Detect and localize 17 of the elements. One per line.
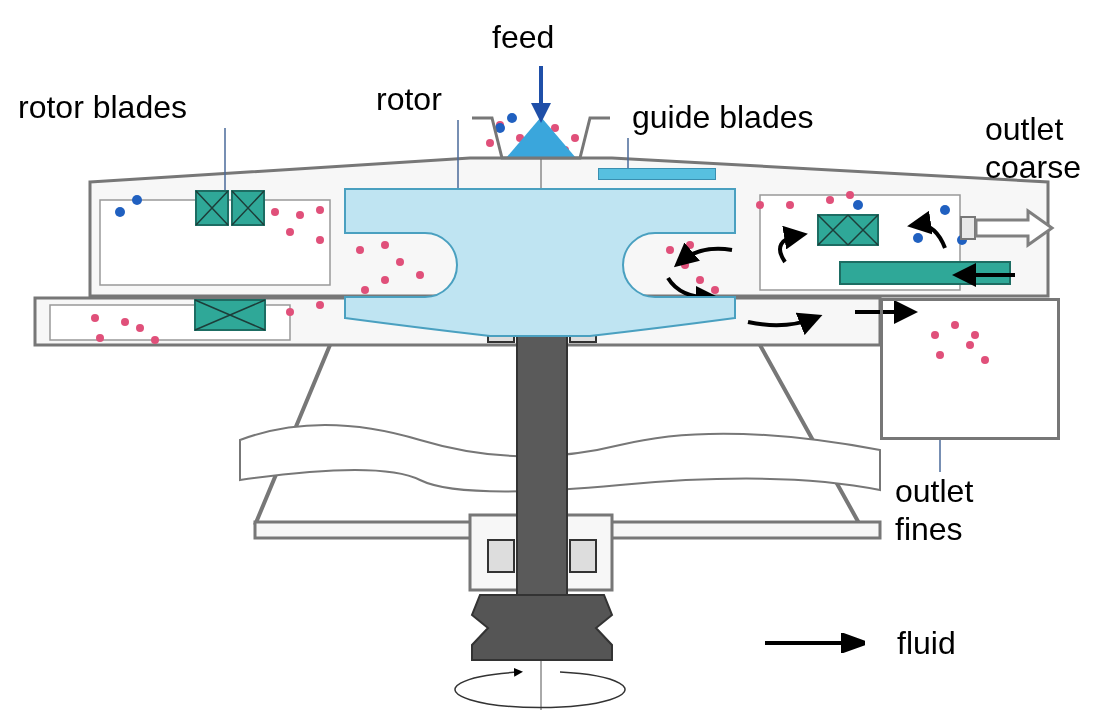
part-label: rotor blades <box>18 88 188 126</box>
coarse-outlet-port <box>960 216 976 240</box>
part-label: outlet fines <box>895 472 975 548</box>
outlet-arrow <box>974 208 1055 248</box>
feed-inlet-hopper <box>470 115 612 160</box>
legend-label: fluid <box>897 624 956 662</box>
part-label: guide blades <box>632 98 815 136</box>
fines-chamber <box>880 298 1060 440</box>
part-label: rotor <box>376 80 443 118</box>
part-label: feed <box>492 18 556 56</box>
rotor-blade-block <box>195 190 265 226</box>
arrow <box>531 66 551 123</box>
leader-line <box>939 439 941 473</box>
guide-blade <box>598 168 716 180</box>
part-label: outlet coarse <box>985 110 1083 186</box>
leader-line <box>627 137 629 169</box>
leader-line <box>457 119 459 189</box>
